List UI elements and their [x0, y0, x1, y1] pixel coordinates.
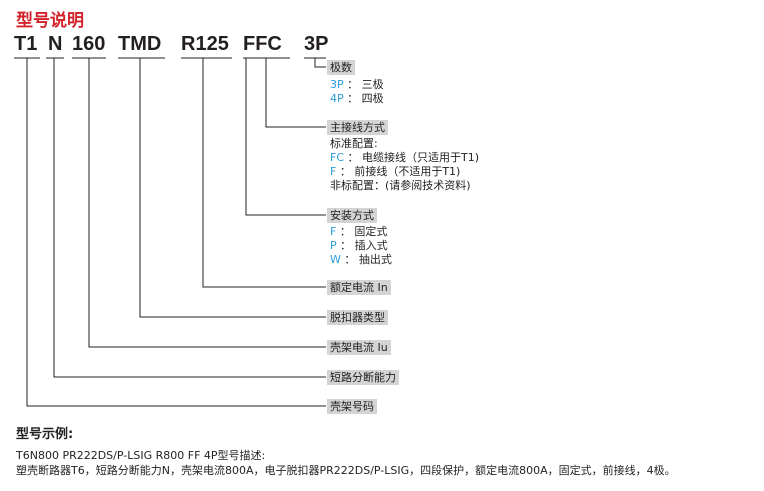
option-key: 3P	[330, 78, 344, 91]
code-part-poles: 3P	[304, 33, 329, 55]
option-key: 4P	[330, 92, 344, 105]
option-text: 抽出式	[358, 253, 392, 266]
installation-label: 安装方式	[327, 208, 377, 223]
option-key: F	[330, 165, 337, 178]
option-text: 电缆接线（只适用于T1)	[362, 151, 480, 164]
option-sep: ：	[344, 253, 356, 266]
frame-current-label: 壳架电流 Iu	[327, 340, 391, 355]
option-text: 四极	[361, 92, 384, 105]
breaking-capacity-label: 短路分断能力	[327, 370, 399, 385]
code-part-rated: R125	[181, 33, 229, 55]
option-sep: ：	[347, 151, 359, 164]
option-key: W	[330, 253, 341, 266]
poles-label: 极数	[327, 60, 355, 75]
option-text: 前接线（不适用于T1)	[354, 165, 461, 178]
option-sep: ：	[340, 239, 352, 252]
option-text: 插入式	[354, 239, 388, 252]
installation-option-w: W ： 抽出式	[330, 253, 392, 266]
main-wiring-standard-label: 标准配置:	[330, 137, 378, 150]
option-text: 三极	[361, 78, 384, 91]
option-key: P	[330, 239, 337, 252]
installation-option-f: F ： 固定式	[330, 225, 387, 238]
installation-option-p: P ： 插入式	[330, 239, 388, 252]
example-line-1: T6N800 PR222DS/P-LSIG R800 FF 4P型号描述:	[16, 449, 266, 462]
main-wiring-label: 主接线方式	[327, 120, 388, 135]
option-sep: ：	[339, 165, 351, 178]
poles-option-4p: 4P ： 四极	[330, 92, 384, 105]
code-part-frame: T1	[14, 33, 38, 55]
main-wiring-option-fc: FC ： 电缆接线（只适用于T1)	[330, 151, 479, 164]
option-sep: ：	[339, 225, 351, 238]
code-part-release: TMD	[118, 33, 162, 55]
option-key: FC	[330, 151, 345, 164]
option-sep: ：	[347, 92, 359, 105]
option-sep: ：	[347, 78, 359, 91]
code-part-breaking: N	[48, 33, 63, 55]
code-part-current: 160	[72, 33, 106, 55]
frame-code-label: 壳架号码	[327, 399, 377, 414]
poles-option-3p: 3P ： 三极	[330, 78, 384, 91]
main-wiring-option-f: F ： 前接线（不适用于T1)	[330, 165, 460, 178]
option-key: F	[330, 225, 337, 238]
rated-current-label: 额定电流 In	[327, 280, 391, 295]
example-title: 型号示例:	[16, 427, 74, 442]
page-title: 型号说明	[16, 11, 84, 31]
example-line-2: 塑壳断路器T6，短路分断能力N，壳架电流800A，电子脱扣器PR222DS/P-…	[16, 464, 676, 477]
release-type-label: 脱扣器类型	[327, 310, 388, 325]
main-wiring-nonstandard: 非标配置：(请参阅技术资料)	[330, 179, 471, 192]
code-part-mounting: FFC	[243, 33, 282, 55]
option-text: 固定式	[354, 225, 388, 238]
